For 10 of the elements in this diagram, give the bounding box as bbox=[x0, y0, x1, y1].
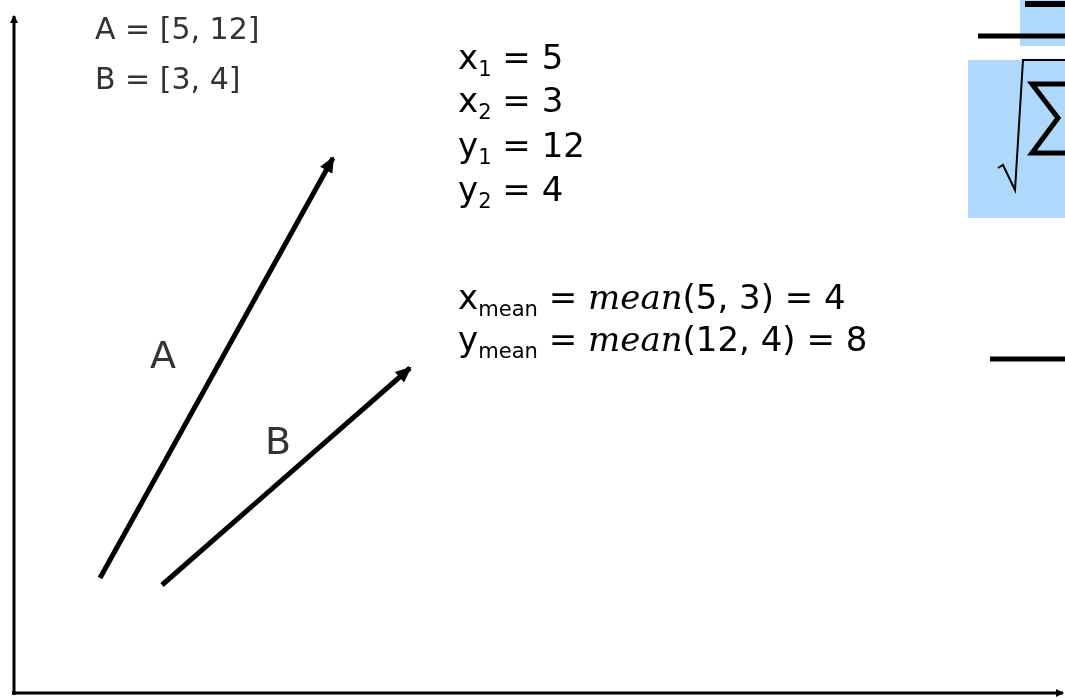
equation: y$_{2}$ = 4 bbox=[458, 172, 564, 206]
equation: x$_{1}$ = 5 bbox=[458, 40, 564, 74]
vector-definition: B = [3, 4] bbox=[95, 64, 241, 94]
vector-label: A bbox=[150, 336, 176, 374]
equation: x$_{mean}$ = mean(5, 3) = 4 bbox=[458, 280, 846, 314]
equation: y$_{1}$ = 12 bbox=[458, 128, 585, 162]
vector-definition: A = [5, 12] bbox=[95, 14, 260, 44]
equation: x$_{2}$ = 3 bbox=[458, 83, 564, 117]
equation: y$_{mean}$ = mean(12, 4) = 8 bbox=[458, 322, 868, 356]
vector-label: B bbox=[265, 422, 292, 460]
